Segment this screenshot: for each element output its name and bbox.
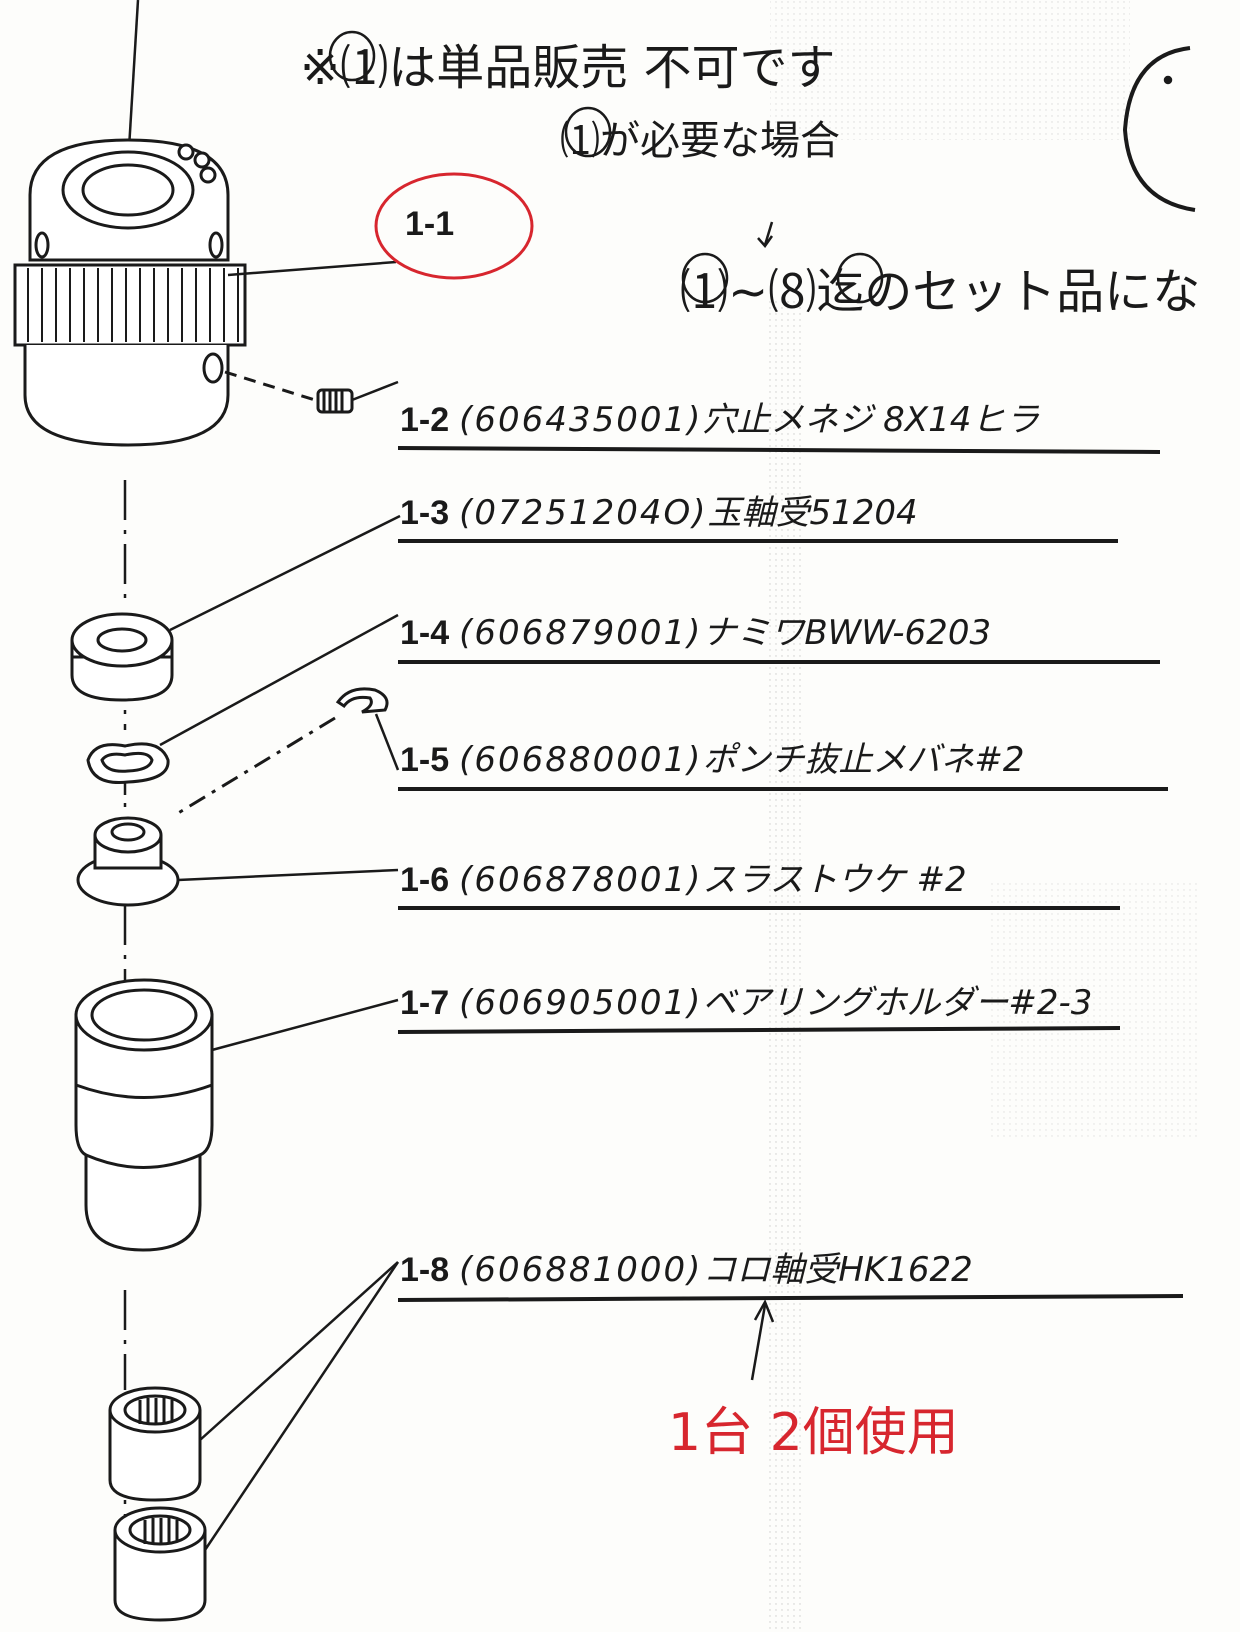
part-row-1-4: 1-4 (606879001) ナミワBWW-6203 — [400, 605, 991, 654]
scan-speckle — [765, 300, 805, 1630]
part-name: ナミワBWW-6203 — [702, 613, 992, 653]
note-line-1: ※⑴は単品販売 不可です — [300, 40, 836, 96]
part-number: 1-2 — [400, 401, 450, 439]
part-row-1-3: 1-3 (07251204O) 玉軸受51204 — [400, 485, 918, 534]
part-number: 1-5 — [400, 741, 450, 779]
part-1-8-needle-bearing-1 — [108, 1386, 202, 1502]
note-line-3: ⑴~⑻迄のセット品にな — [680, 264, 1201, 320]
part-row-1-8: 1-8 (606881000) コロ軸受HK1622 — [400, 1242, 973, 1291]
part-1-6-thrust-washer — [76, 816, 180, 907]
part-code: (606879001) — [459, 613, 703, 653]
scan-speckle — [770, 0, 1130, 140]
part-number: 1-8 — [400, 1251, 450, 1289]
part-name: ポンチ抜止メバネ#2 — [702, 740, 1025, 780]
note-circles — [328, 30, 1196, 304]
part-1-8-needle-bearing-2 — [113, 1506, 207, 1622]
part-row-1-2: 1-2 (606435001) 穴止メネジ 8X14ヒラ — [400, 392, 1039, 441]
arrow-to-code — [750, 1299, 775, 1381]
red-usage-note: 1台 2個使用 — [668, 1403, 959, 1463]
part-1-2-set-screw — [224, 370, 354, 414]
part-number: 1-7 — [400, 984, 450, 1022]
part-1-4-wave-washer — [86, 742, 170, 785]
part-number: 1-1 — [405, 205, 455, 243]
part-code: (606878001) — [459, 860, 703, 900]
part-1-3-ball-bearing — [70, 612, 174, 702]
leader-lines — [159, 260, 401, 1551]
part-code: (606881000) — [459, 1250, 703, 1290]
part-row-1-5: 1-5 (606880001) ポンチ抜止メバネ#2 — [400, 732, 1024, 781]
part-number: 1-3 — [400, 494, 450, 532]
part-row-1-7: 1-7 (606905001) ベアリングホルダー#2-3 — [400, 975, 1092, 1024]
part-label-1-1: 1-1 — [405, 205, 464, 244]
part-1-1-body — [13, 138, 247, 447]
part-name: コロ軸受HK1622 — [702, 1250, 973, 1290]
part-code: (606905001) — [459, 983, 703, 1023]
part-code: (07251204O) — [459, 493, 708, 533]
part-name: ベアリングホルダー#2-3 — [702, 983, 1093, 1023]
scan-speckle — [990, 880, 1200, 1140]
part-1-5-clip-spring — [174, 687, 389, 817]
underlines — [397, 446, 1184, 1302]
part-row-1-6: 1-6 (606878001) スラストウケ #2 — [400, 852, 967, 901]
note-line-2: ⑴が必要な場合 — [560, 118, 840, 164]
part-name: 玉軸受51204 — [707, 493, 918, 533]
part-name: スラストウケ #2 — [702, 860, 967, 900]
part-number: 1-6 — [400, 861, 450, 899]
red-circle-mark — [374, 172, 534, 280]
part-number: 1-4 — [400, 614, 450, 652]
part-code: (606435001) — [459, 400, 703, 440]
knurl-lines — [27, 268, 239, 342]
part-code: (606880001) — [459, 740, 703, 780]
part-name: 穴止メネジ 8X14ヒラ — [702, 400, 1040, 440]
part-1-7-bearing-holder — [74, 978, 214, 1252]
